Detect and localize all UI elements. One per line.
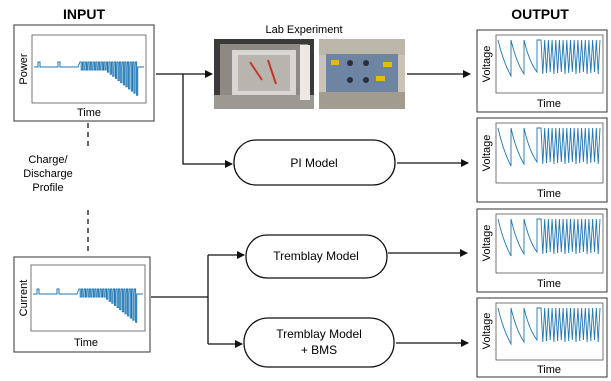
current-axis-label: Current (18, 280, 30, 317)
time-axis-label: Time (537, 188, 561, 200)
waveform-path (497, 307, 601, 346)
output-plot-tremblay-bms: Voltage Time (476, 297, 608, 378)
time-axis-label: Time (74, 337, 98, 349)
voltage-axis-label: Voltage (481, 313, 493, 350)
lab-experiment-title: Lab Experiment (265, 24, 342, 36)
power-axis-label: Power (18, 53, 30, 85)
time-axis-label: Time (77, 107, 101, 119)
profile-label-line-1: Charge/ (28, 154, 68, 166)
output-header: OUTPUT (511, 6, 569, 22)
waveform-path (33, 288, 143, 323)
voltage-axis-label: Voltage (481, 135, 493, 172)
voltage-signal (497, 39, 601, 78)
profile-label-line-3: Profile (32, 182, 63, 194)
pi-model-box: PI Model (233, 139, 396, 186)
input-header: INPUT (63, 6, 105, 22)
chamber-photo (214, 39, 314, 109)
battery-pack-photo (319, 39, 405, 109)
power-signal (34, 61, 144, 96)
profile-label: Charge/ Discharge Profile (23, 154, 73, 194)
output-plot-lab: Voltage Time (476, 29, 608, 113)
time-axis-label: Time (537, 364, 561, 376)
profile-label-line-2: Discharge (23, 168, 73, 180)
waveform-path (497, 39, 601, 78)
tremblay-bms-model-box: Tremblay Model + BMS (243, 317, 395, 368)
input-plot-power: Power Time (13, 24, 155, 122)
voltage-signal (497, 218, 601, 257)
voltage-signal (497, 307, 601, 346)
current-signal (33, 288, 143, 323)
voltage-signal (497, 127, 601, 167)
time-axis-label: Time (537, 98, 561, 110)
output-plot-pi: Voltage Time (476, 117, 608, 203)
pi-model-label: PI Model (290, 156, 337, 170)
tremblay-model-label: Tremblay Model (273, 249, 359, 263)
voltage-axis-label: Voltage (481, 46, 493, 83)
output-plot-tremblay: Voltage Time (476, 208, 608, 293)
time-axis-label: Time (537, 278, 561, 290)
waveform-path (34, 61, 144, 96)
waveform-path (497, 218, 601, 257)
connector-to-pi-model (156, 73, 233, 168)
waveform-path (497, 127, 601, 167)
tremblay-bms-label-line-1: Tremblay Model (276, 327, 362, 341)
voltage-axis-label: Voltage (481, 225, 493, 262)
input-plot-current: Current Time (13, 256, 151, 353)
tremblay-model-box: Tremblay Model (245, 234, 388, 279)
tremblay-bms-label-line-2: + BMS (301, 343, 337, 357)
